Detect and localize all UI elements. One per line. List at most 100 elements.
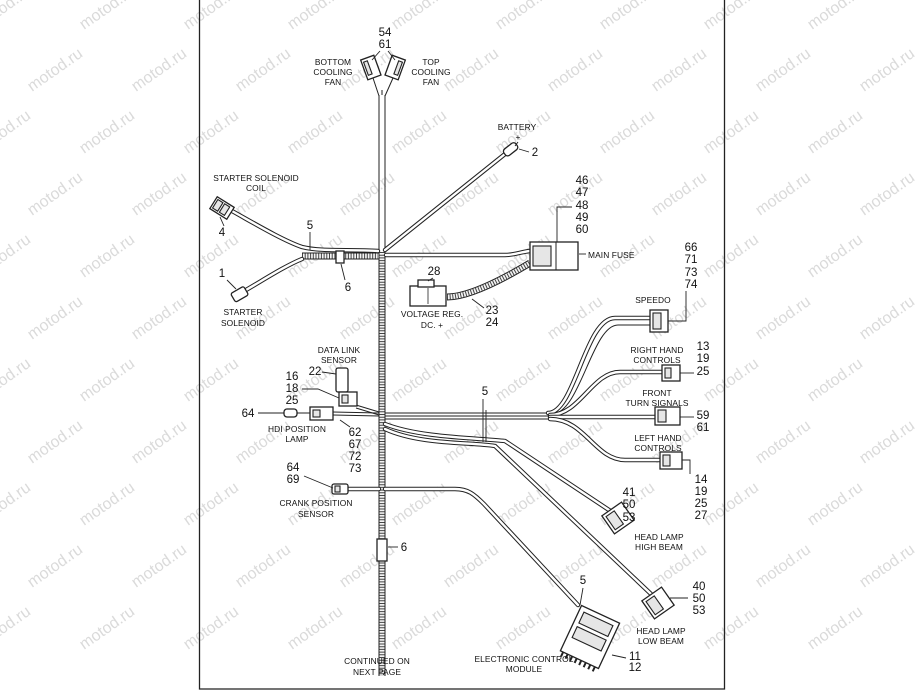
callout-data-link-25: 25 xyxy=(286,395,299,407)
callout-right-hand-25: 25 xyxy=(697,366,710,378)
wire-battery xyxy=(382,151,508,253)
callout-fuse-47: 47 xyxy=(576,187,589,199)
label-starter-coil-2: COIL xyxy=(246,183,266,193)
label-continued-1: CONTINUED ON xyxy=(344,656,410,666)
label-hdi-lamp-2: LAMP xyxy=(285,434,309,444)
callout-harness-6-bottom: 6 xyxy=(401,542,407,554)
callout-left-hand-14: 14 xyxy=(695,474,708,486)
callout-turn-signals-59: 59 xyxy=(697,410,710,422)
label-low-beam-1: HEAD LAMP xyxy=(636,626,686,636)
wire-high-beam xyxy=(382,421,615,515)
wire-starter-coil xyxy=(229,208,381,254)
callout-fuse-48: 48 xyxy=(576,200,589,212)
crank-position-sensor xyxy=(331,483,349,495)
leader-lines xyxy=(219,50,694,659)
wire-voltage-reg xyxy=(446,259,532,301)
callout-low-beam-40: 40 xyxy=(693,581,706,593)
turn-signals-connector xyxy=(654,406,681,426)
bottom-cooling-fan-connector xyxy=(359,54,382,81)
wire-starter-solenoid xyxy=(243,256,305,293)
callout-fuse-60: 60 xyxy=(576,224,589,236)
callout-voltage-reg-28: 28 xyxy=(428,266,441,278)
callout-ecm-12: 12 xyxy=(629,662,642,674)
label-data-link-1: DATA LINK xyxy=(318,345,361,355)
label-ecm-1: ELECTRONIC CONTROL xyxy=(474,654,573,664)
high-beam-connector xyxy=(600,501,636,535)
labels: 54 61 BOTTOM COOLING FAN TOP COOLING FAN… xyxy=(213,27,709,677)
callout-ecm-5: 5 xyxy=(580,575,586,587)
trunk-upper xyxy=(378,95,386,252)
callout-high-beam-41: 41 xyxy=(623,487,636,499)
callout-hdi-64: 64 xyxy=(242,408,255,420)
wires xyxy=(229,77,665,676)
callout-speedo-73: 73 xyxy=(685,267,698,279)
callout-fuse-46: 46 xyxy=(576,175,589,187)
data-link-sensor xyxy=(335,367,358,407)
label-starter-2: SOLENOID xyxy=(221,318,265,328)
diagram-frame xyxy=(198,0,726,690)
trunk-inline-clip xyxy=(376,538,388,562)
wire-main-fuse xyxy=(383,248,533,258)
label-hdi-lamp-1: HDI POSITION xyxy=(268,424,326,434)
callout-right-hand-19: 19 xyxy=(697,353,710,365)
callout-turn-signals-61: 61 xyxy=(697,422,710,434)
wire-front-bundle xyxy=(385,412,550,420)
label-starter-coil-1: STARTER SOLENOID xyxy=(213,173,299,183)
label-ecm-2: MODULE xyxy=(506,664,543,674)
callout-fuse-49: 49 xyxy=(576,212,589,224)
label-crank-2: SENSOR xyxy=(298,509,334,519)
callout-speedo-74: 74 xyxy=(685,279,698,291)
callout-harness-5-top: 5 xyxy=(307,220,313,232)
label-data-link-2: SENSOR xyxy=(321,355,357,365)
label-right-hand-2: CONTROLS xyxy=(633,355,681,365)
label-right-hand-1: RIGHT HAND xyxy=(631,345,684,355)
callout-crank-69: 69 xyxy=(287,474,300,486)
label-voltage-reg-1: VOLTAGE REG. xyxy=(401,309,463,319)
callout-hdi-67: 67 xyxy=(349,439,362,451)
wire-low-beam xyxy=(382,426,654,597)
callout-left-hand-25: 25 xyxy=(695,498,708,510)
wire-data-link xyxy=(355,404,380,416)
callout-hdi-73: 73 xyxy=(349,463,362,475)
wire-speedo xyxy=(545,315,653,416)
callout-ecm-11: 11 xyxy=(629,651,641,663)
label-low-beam-2: LOW BEAM xyxy=(638,636,684,646)
left-hand-controls-connector xyxy=(659,451,683,470)
callout-harness-6-top: 6 xyxy=(345,282,351,294)
callout-hdi-72: 72 xyxy=(349,451,362,463)
label-high-beam-2: HIGH BEAM xyxy=(635,542,683,552)
label-speedo: SPEEDO xyxy=(635,295,671,305)
main-fuse-block xyxy=(529,241,579,271)
starter-solenoid-connector xyxy=(230,286,249,303)
callout-data-link-18: 18 xyxy=(286,383,299,395)
wire-left-hand xyxy=(547,416,663,463)
callout-battery-2: 2 xyxy=(532,147,538,159)
wire-right-hand xyxy=(547,369,665,418)
callout-voltage-reg-23: 23 xyxy=(486,305,499,317)
label-left-hand-1: LEFT HAND xyxy=(634,433,681,443)
callout-left-hand-19: 19 xyxy=(695,486,708,498)
label-bottom-fan-2: COOLING xyxy=(313,67,352,77)
label-top-fan-3: FAN xyxy=(423,77,440,87)
harness-tie-band xyxy=(482,399,487,442)
label-top-fan-1: TOP xyxy=(422,57,440,67)
callout-data-link-16: 16 xyxy=(286,371,299,383)
callout-high-beam-50: 50 xyxy=(623,499,636,511)
label-top-fan-2: COOLING xyxy=(411,67,450,77)
label-turn-signals-2: TURN SIGNALS xyxy=(625,398,688,408)
label-bottom-fan-1: BOTTOM xyxy=(315,57,351,67)
callout-crank-64: 64 xyxy=(287,462,300,474)
callout-fan-61: 61 xyxy=(379,39,392,51)
top-cooling-fan-connector xyxy=(384,54,407,81)
starter-coil-connector xyxy=(208,195,236,221)
label-bottom-fan-3: FAN xyxy=(325,77,342,87)
callout-high-beam-53: 53 xyxy=(623,512,636,524)
label-battery: BATTERY xyxy=(498,122,537,132)
harness-clip xyxy=(335,250,345,264)
low-beam-connector xyxy=(640,586,676,620)
callout-hdi-62: 62 xyxy=(349,427,362,439)
label-voltage-reg-2: DC. + xyxy=(421,320,443,330)
label-left-hand-2: CONTROLS xyxy=(634,443,682,453)
